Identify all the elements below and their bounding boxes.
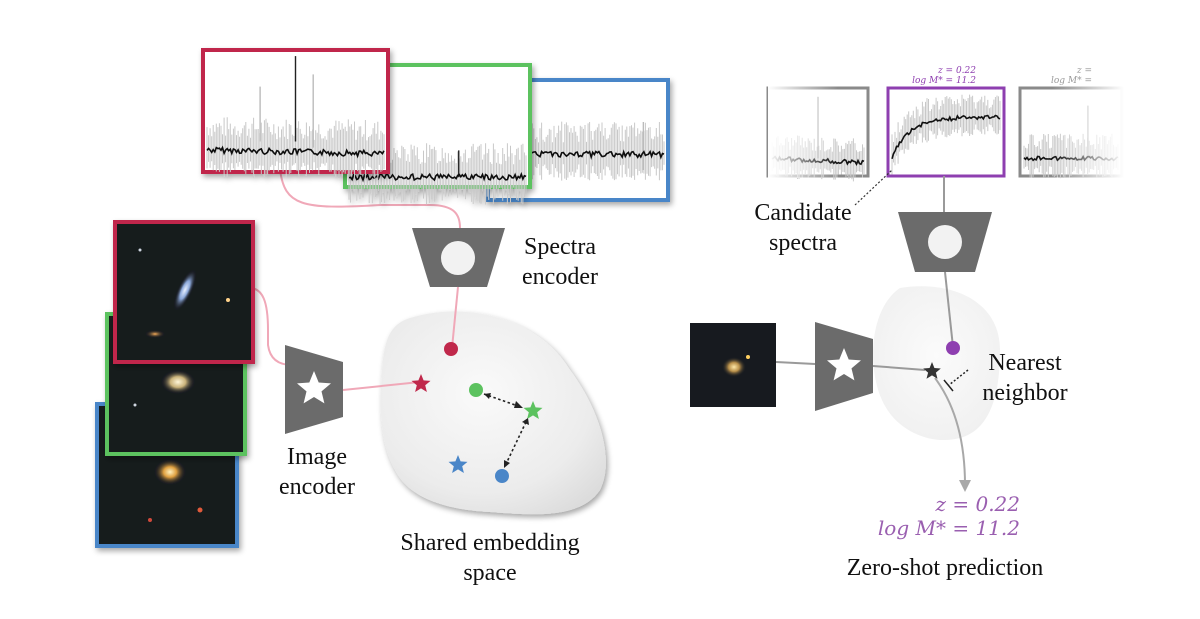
nearest-neighbor-arrow [948, 369, 969, 386]
embedding-point-red [444, 342, 458, 356]
spectra-encoder [412, 228, 505, 287]
spectrum-line [206, 145, 385, 159]
query-galaxy-image [690, 323, 776, 407]
circle-icon [441, 241, 475, 275]
candidate-spectra-encoder [898, 212, 992, 272]
nearest-neighbor-tick [943, 379, 954, 392]
shared-embedding-space [380, 311, 606, 515]
zero-shot-label: Zero-shot prediction [820, 553, 1070, 583]
spectrum-plot [891, 94, 1001, 175]
embedding-star-blue [448, 455, 468, 473]
shared-embedding-label: Shared embedding space [375, 528, 605, 588]
prediction-arrow [934, 377, 966, 486]
candidate-tag-right: z = log M* = [1042, 66, 1092, 86]
spectrum-plot [206, 56, 385, 180]
encoder-to-star-line [872, 365, 926, 371]
candidate-pointer [854, 169, 893, 206]
star-dot [746, 355, 750, 359]
galaxy-image [161, 370, 195, 394]
label-line: spectra [769, 230, 837, 256]
label-line: Candidate [754, 200, 852, 226]
spectra-encoder-to-point-line [944, 271, 954, 348]
star-dot [138, 248, 142, 252]
embedding-star-green [523, 401, 543, 419]
label-line: neighbor [982, 380, 1068, 406]
label-line: encoder [279, 474, 355, 500]
candidate-spectrum-right [1018, 86, 1124, 179]
galaxy-card-red [113, 220, 255, 364]
embedding-point-blue [495, 469, 509, 483]
nearest-spectrum-point [946, 341, 960, 355]
image-to-encoder-connector [251, 287, 293, 366]
spectrum-line [891, 114, 1001, 160]
spectra-encoder-label: Spectra encoder [505, 232, 615, 292]
label-line: Zero-shot prediction [846, 555, 1044, 581]
tag-mass: log M* = [1050, 76, 1092, 86]
star-icon [297, 371, 331, 404]
star-dot [226, 298, 230, 302]
arrowhead [959, 480, 971, 492]
star-icon [827, 348, 861, 381]
query-image-encoder [815, 322, 873, 411]
candidate-spectrum-selected [886, 86, 1006, 178]
star-dot [133, 403, 137, 407]
galaxy-image [173, 269, 197, 311]
spectrum-card-red [201, 48, 390, 180]
label-line: space [463, 560, 517, 586]
embedding-point-green [469, 383, 483, 397]
encoder-to-embedding-line [451, 286, 459, 349]
image-encoder [285, 345, 343, 434]
label-line: Nearest [988, 350, 1062, 376]
candidate-spectra-label: Candidate spectra [748, 198, 858, 258]
label-line: Spectra [524, 234, 596, 260]
tag-redshift: z = 0.22 [937, 66, 976, 76]
candidate-tag-selected: z = 0.22 log M* = 11.2 [910, 66, 976, 86]
tag-redshift: z = [1076, 66, 1092, 76]
prediction-values: z = 0.22 log M* = 11.2 [860, 492, 1020, 540]
tag-mass: log M* = 11.2 [912, 76, 976, 86]
galaxy-image [154, 459, 186, 485]
spectrum-plot [348, 143, 527, 205]
circle-icon [928, 225, 962, 259]
arrowheads [484, 393, 529, 468]
image-to-encoder-line [775, 361, 816, 365]
label-line: Image [287, 444, 347, 470]
image-encoder-label: Image encoder [262, 442, 372, 502]
star-dot [197, 507, 203, 513]
galaxy-image [145, 330, 165, 338]
image-encoder-to-embedding-line [342, 381, 421, 391]
query-embedding-space [873, 286, 1000, 441]
query-star-point [923, 362, 941, 379]
spectrum-to-encoder-connector [279, 169, 461, 229]
prediction-mass: log M* = 11.2 [877, 516, 1020, 540]
star-dot [148, 518, 152, 522]
spectrum-line [348, 171, 527, 183]
prediction-redshift: z = 0.22 [935, 492, 1020, 516]
embedding-star-red [411, 374, 431, 392]
label-line: Shared embedding [400, 530, 580, 556]
label-line: encoder [522, 264, 598, 290]
galaxy-image [722, 357, 746, 377]
candidate-spectrum-left [766, 86, 870, 182]
nearest-neighbor-label: Nearest neighbor [965, 348, 1085, 408]
